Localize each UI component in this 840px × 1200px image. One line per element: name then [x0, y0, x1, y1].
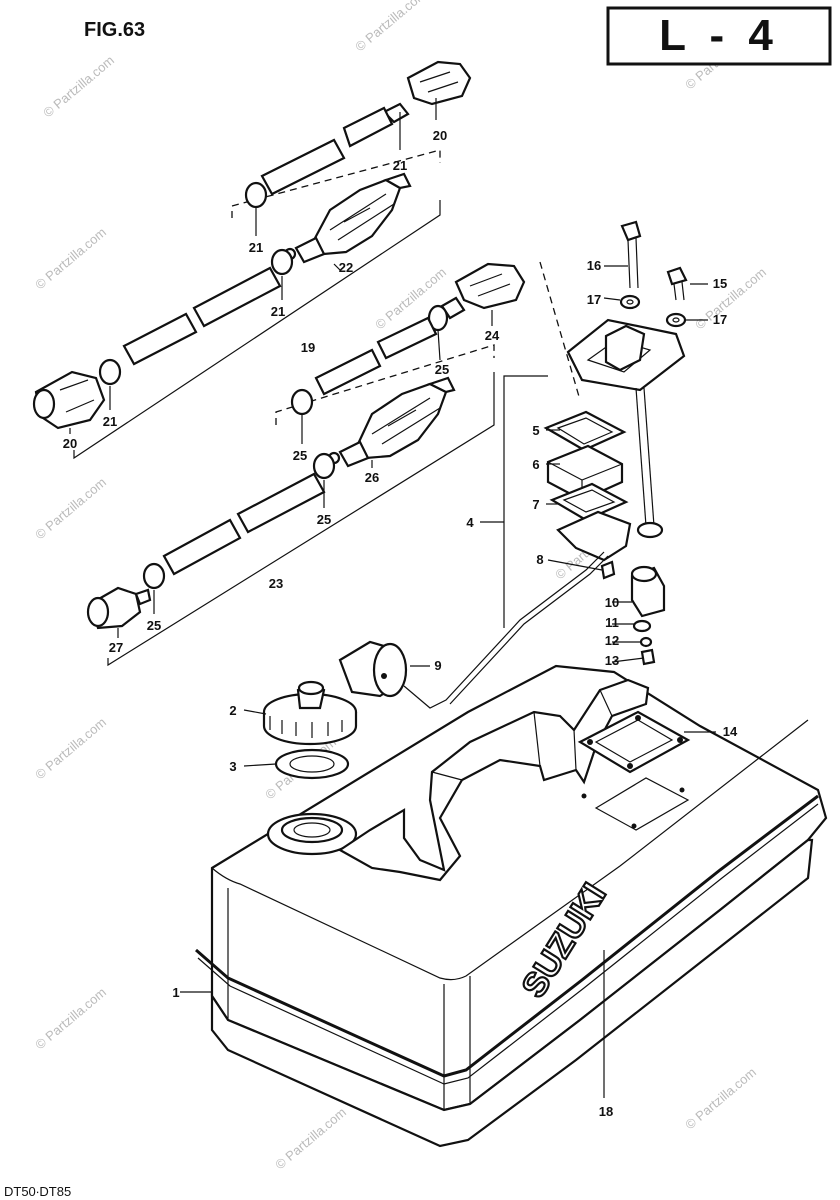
callout-23: 23: [269, 576, 283, 591]
clamp-25-left: [290, 388, 314, 416]
callout-numbers: 1234567891011121314151617171819202021212…: [63, 128, 738, 1119]
callout-5: 5: [532, 423, 539, 438]
watermark-text: © Partzilla.com: [32, 984, 109, 1052]
callout-19: 19: [301, 340, 315, 355]
watermark-text: © Partzilla.com: [32, 474, 109, 542]
vent-assembly: [566, 220, 688, 666]
callout-21: 21: [249, 240, 263, 255]
callout-16: 16: [587, 258, 601, 273]
callout-2: 2: [229, 703, 236, 718]
callout-25: 25: [435, 362, 449, 377]
callout-20: 20: [63, 436, 77, 451]
connector-20-top: [382, 60, 472, 124]
callout-17: 17: [587, 292, 601, 307]
callout-21: 21: [103, 414, 117, 429]
gasket-5: [543, 410, 627, 452]
callout-6: 6: [532, 457, 539, 472]
watermark-text: © Partzilla.com: [32, 224, 109, 292]
callout-8: 8: [536, 552, 543, 567]
model-label: DT50∙DT85: [4, 1184, 71, 1199]
primer-bulb-26: [327, 376, 456, 468]
connector-27: [86, 586, 152, 630]
callout-1: 1: [172, 985, 179, 1000]
callout-24: 24: [485, 328, 500, 343]
callout-13: 13: [605, 653, 619, 668]
watermark-text: © Partzilla.com: [692, 264, 769, 332]
callout-14: 14: [723, 724, 738, 739]
callout-4: 4: [466, 515, 474, 530]
screw-8: [600, 560, 616, 580]
callout-27: 27: [109, 640, 123, 655]
fuel-tank-1: SUZUKI: [195, 664, 828, 1148]
gasket-7: [549, 482, 629, 522]
callout-9: 9: [434, 658, 441, 673]
callout-22: 22: [339, 260, 353, 275]
leader-lines: [69, 98, 716, 1098]
callout-26: 26: [365, 470, 379, 485]
callout-25: 25: [317, 512, 331, 527]
fuel-hose-assembly-lower: [86, 262, 526, 667]
callout-21: 21: [271, 304, 285, 319]
figure-label: FIG.63: [84, 19, 145, 41]
clamp-25-bottom: [142, 562, 166, 590]
callout-15: 15: [713, 276, 727, 291]
callout-20: 20: [433, 128, 447, 143]
fuel-hose-assembly-upper: [32, 60, 472, 460]
callout-21: 21: [393, 158, 407, 173]
callout-12: 12: [605, 633, 619, 648]
clamp-21-mid: [270, 248, 294, 276]
connector-20-bottom: [32, 370, 106, 430]
watermark-text: © Partzilla.com: [682, 1064, 759, 1132]
callout-18: 18: [599, 1104, 613, 1119]
clamp-21-upper-left: [244, 181, 268, 209]
callout-11: 11: [605, 615, 619, 630]
fuel-gauge-assembly: [338, 261, 632, 709]
watermark-text: © Partzilla.com: [272, 1104, 349, 1172]
gasket-3: [274, 748, 350, 780]
fuel-cap-2: [262, 680, 358, 746]
section-code: L - 4: [659, 11, 779, 60]
plate-6: [546, 444, 624, 502]
watermark-text: © Partzilla.com: [32, 714, 109, 782]
watermark-text: © Partzilla.com: [40, 52, 117, 120]
primer-bulb-22: [283, 172, 412, 264]
connector-24: [440, 262, 526, 320]
clamp-25-mid: [312, 452, 336, 480]
watermark-text: © Partzilla.com: [352, 0, 429, 54]
clamp-21-lower: [98, 358, 122, 386]
callout-17: 17: [713, 312, 727, 327]
section-code-frame: [606, 6, 832, 66]
callout-25: 25: [293, 448, 307, 463]
callout-3: 3: [229, 759, 236, 774]
gasket-14: [577, 710, 691, 774]
callout-7: 7: [532, 497, 539, 512]
callout-25: 25: [147, 618, 161, 633]
float-9: [338, 640, 408, 698]
callout-10: 10: [605, 595, 619, 610]
